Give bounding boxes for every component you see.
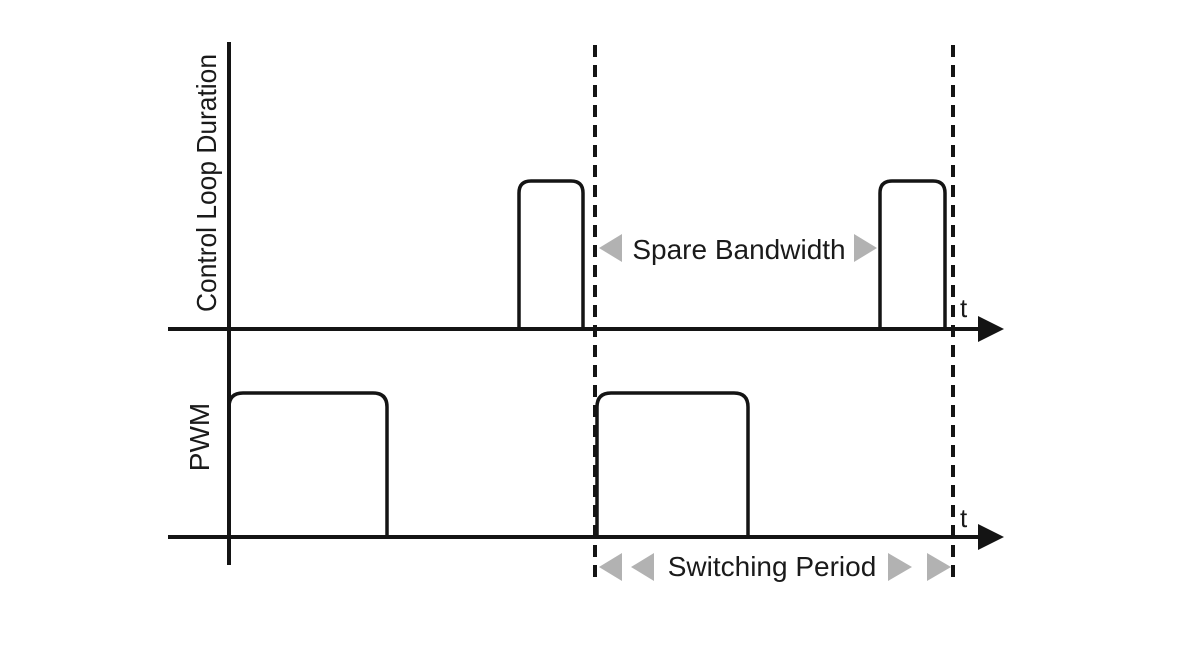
control-loop-duration-axis-label: Control Loop Duration xyxy=(191,54,222,312)
top-time-axis-arrowhead-icon xyxy=(978,316,1004,342)
bottom-time-label: t xyxy=(960,503,968,533)
switching-period-right-arrow-icon xyxy=(888,553,912,581)
pwm-pulse-1 xyxy=(227,391,389,537)
bottom-time-axis-arrowhead-icon xyxy=(978,524,1004,550)
switching-period-left-arrow-icon xyxy=(631,553,654,581)
switching-period-label: Switching Period xyxy=(668,551,877,582)
control-loop-pulse-1 xyxy=(517,179,585,329)
spare-bandwidth-right-arrow-icon xyxy=(854,234,877,262)
control-loop-pulse-2 xyxy=(878,179,947,329)
switching-period-right-arrow-icon xyxy=(927,553,951,581)
spare-bandwidth-left-arrow-icon xyxy=(599,234,622,262)
pwm-pulse-2 xyxy=(595,391,750,537)
top-time-label: t xyxy=(960,293,968,323)
switching-period-left-arrow-icon xyxy=(599,553,622,581)
spare-bandwidth-label: Spare Bandwidth xyxy=(632,234,845,265)
pwm-axis-label: PWM xyxy=(184,403,215,471)
